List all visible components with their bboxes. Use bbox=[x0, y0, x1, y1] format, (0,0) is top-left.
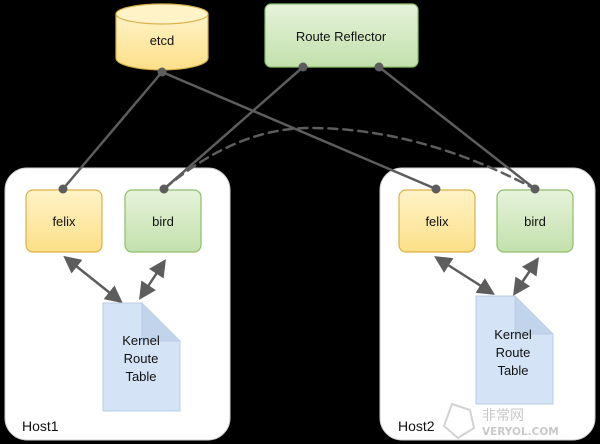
bird-peering-dashed-line bbox=[162, 126, 537, 191]
etcd-label: etcd bbox=[150, 33, 175, 48]
connection-dots bbox=[58, 62, 540, 194]
watermark-logo-icon bbox=[442, 402, 476, 440]
host2-kernel-line-2: Route bbox=[496, 345, 531, 360]
host2-felix-kernel-arrow bbox=[434, 256, 495, 295]
etcd-node: etcd bbox=[115, 3, 209, 71]
etcd-to-host1-felix-line bbox=[61, 70, 164, 191]
reflector-left-connector-dot bbox=[298, 62, 308, 72]
host1-bird-connector-dot bbox=[159, 184, 169, 194]
reflector-right-connector-dot bbox=[374, 62, 384, 72]
host1-kernel-line-3: Table bbox=[125, 369, 156, 384]
host1-felix-label: felix bbox=[52, 214, 76, 229]
host1-felix-connector-dot bbox=[58, 184, 68, 194]
etcd-connector-dot bbox=[157, 67, 167, 77]
host2-bird-label: bird bbox=[524, 214, 546, 229]
host2-bird-connector-dot bbox=[530, 184, 540, 194]
watermark: 非常网 VERYOL.COM bbox=[442, 402, 559, 440]
host2-felix-label: felix bbox=[425, 214, 449, 229]
host2-label: Host2 bbox=[398, 418, 435, 434]
host2-bird-node: bird bbox=[496, 189, 574, 253]
host1-bird-kernel-arrow bbox=[139, 259, 166, 300]
etcd-to-host2-felix-line bbox=[160, 70, 438, 191]
host2-kernel-line-3: Table bbox=[497, 363, 528, 378]
route-reflector-node: Route Reflector bbox=[264, 3, 419, 68]
reflector-to-host2-bird-line bbox=[377, 65, 537, 191]
host1-felix-node: felix bbox=[25, 189, 103, 253]
host2-felix-connector-dot bbox=[431, 184, 441, 194]
host2-kernel-route-table: Kernel Route Table bbox=[475, 295, 554, 405]
host1-kernel-line-2: Route bbox=[124, 351, 159, 366]
route-arrows bbox=[63, 255, 539, 304]
connections bbox=[61, 65, 537, 191]
host1-bird-label: bird bbox=[152, 214, 174, 229]
host2-felix-node: felix bbox=[398, 189, 476, 253]
host2-bird-kernel-arrow bbox=[513, 257, 539, 296]
watermark-chinese: 非常网 bbox=[482, 408, 524, 424]
host2-kernel-line-1: Kernel bbox=[494, 327, 532, 342]
reflector-to-host1-bird-line bbox=[162, 65, 305, 191]
host1-kernel-route-table: Kernel Route Table bbox=[102, 302, 181, 412]
watermark-latin: VERYOL.COM bbox=[482, 426, 559, 438]
route-reflector-label: Route Reflector bbox=[296, 29, 387, 44]
host1-label: Host1 bbox=[22, 418, 59, 434]
host1-kernel-line-1: Kernel bbox=[122, 333, 160, 348]
host1-bird-node: bird bbox=[124, 189, 202, 253]
host1-felix-kernel-arrow bbox=[63, 255, 123, 304]
